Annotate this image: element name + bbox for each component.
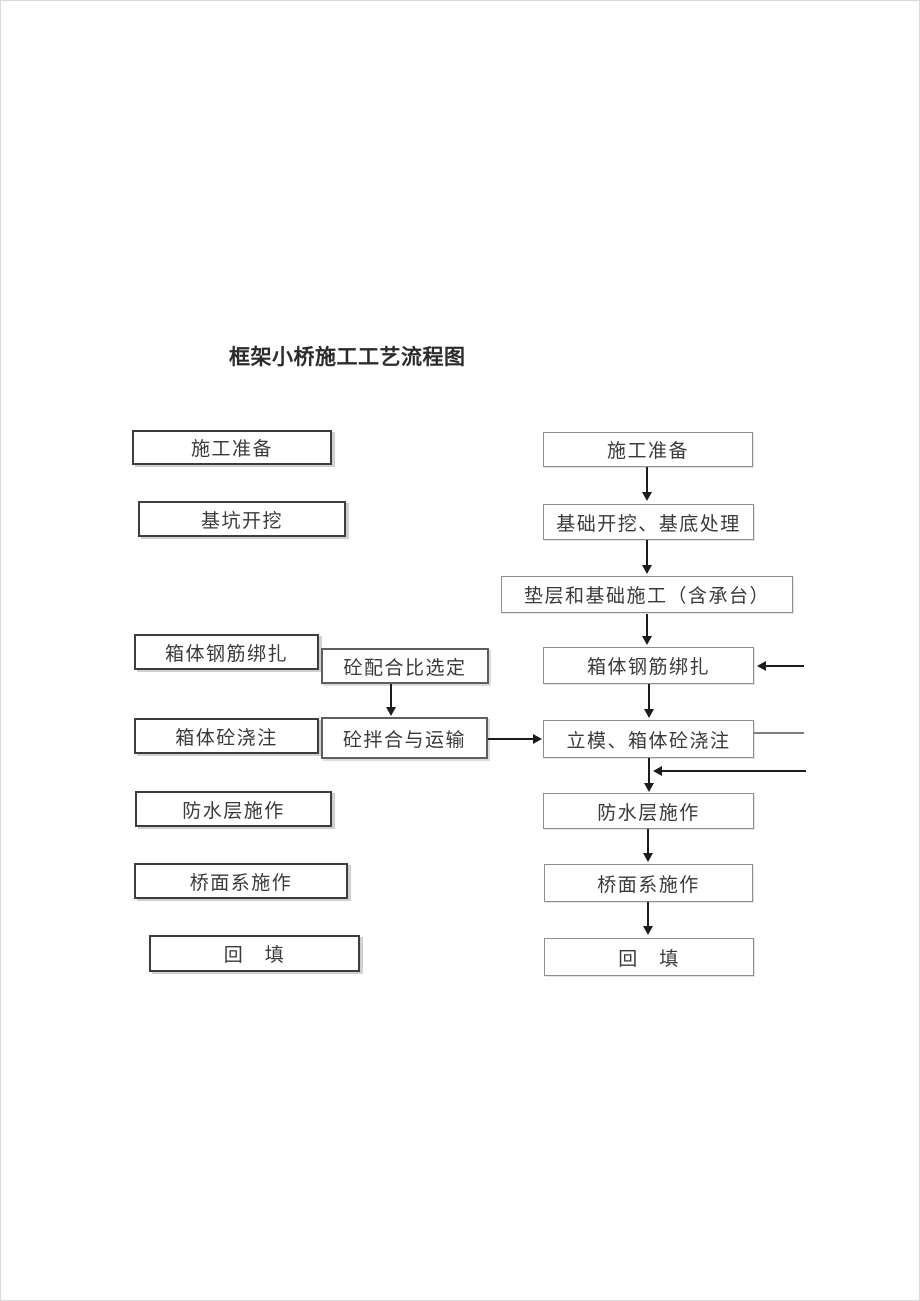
right-box-foundation-excavation-base-treatment: 基础开挖、基底处理 [543,504,754,540]
arrow-left-into-pouring-waterproof-connector [662,770,806,772]
arrow-down-prep-to-excavation [646,467,648,492]
left-box-backfill: 回 填 [149,935,360,972]
arrow-right-mixing-to-pouring [488,738,533,740]
arrow-left-into-rebar-binding [766,665,804,667]
arrow-down-waterproof-to-deck [647,829,649,853]
right-box-formwork-box-concrete-pouring: 立模、箱体砼浇注 [543,720,754,758]
arrow-down-excavation-to-cushion [646,540,648,565]
mid-box-concrete-mixing-transport: 砼拌合与运输 [321,717,488,759]
right-box-backfill: 回 填 [544,938,754,976]
left-box-box-concrete-pouring: 箱体砼浇注 [134,718,319,754]
right-box-bridge-deck-system: 桥面系施作 [544,864,753,902]
right-box-construction-preparation: 施工准备 [543,432,753,467]
right-box-box-rebar-binding: 箱体钢筋绑扎 [543,647,754,684]
right-box-cushion-and-foundation-construction: 垫层和基础施工（含承台） [501,576,793,613]
arrow-down-deck-to-backfill [647,902,649,926]
left-box-bridge-deck-system: 桥面系施作 [134,863,348,899]
left-box-waterproof-layer: 防水层施作 [135,791,332,827]
flowchart-title: 框架小桥施工工艺流程图 [229,346,466,369]
arrow-down-pouring-to-waterproof [648,758,650,783]
arrow-down-mixratio-to-mixing [390,684,392,707]
left-box-box-rebar-binding: 箱体钢筋绑扎 [134,634,319,670]
left-box-pit-excavation: 基坑开挖 [138,501,346,537]
arrow-down-rebar-to-pouring [648,684,650,709]
mid-box-concrete-mix-ratio-selection: 砼配合比选定 [321,648,489,684]
right-box-waterproof-layer: 防水层施作 [543,793,754,829]
arrow-down-cushion-to-rebar [646,614,648,636]
line-right-from-pouring [754,732,804,734]
left-box-construction-preparation: 施工准备 [132,430,332,465]
